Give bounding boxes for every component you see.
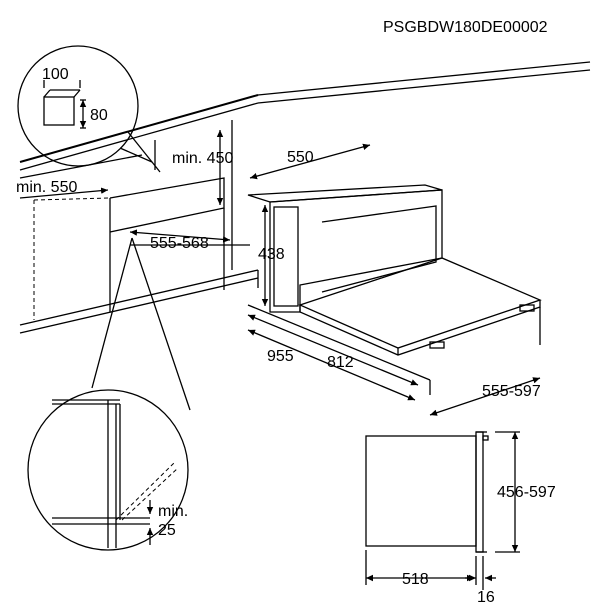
vent-callout	[17, 45, 161, 173]
drawer-extended-label: 955	[267, 348, 294, 365]
vent-width-label: 100	[42, 66, 69, 83]
kitchen-cabinet	[19, 61, 591, 334]
gap-min-value-label: 25	[158, 522, 176, 539]
niche-width-label: 555-597	[482, 383, 541, 400]
niche-depth-label: 555-568	[150, 235, 209, 252]
detail-callout	[27, 237, 191, 551]
appliance-depth-label: 550	[287, 149, 314, 166]
cabinet-dimension-lines	[19, 130, 250, 246]
document-code: PSGBDW180DE00002	[383, 19, 548, 36]
side-view	[365, 431, 520, 590]
appliance-height-label: 438	[258, 246, 285, 263]
appliance-dimension-lines	[247, 143, 541, 416]
gap-min-label: min.	[158, 503, 188, 520]
niche-height-label: 456-597	[497, 484, 556, 501]
cabinet-min-height-label: min. 450	[172, 150, 233, 167]
cabinet-min-depth-label: min. 550	[16, 179, 77, 196]
front-thickness-label: 16	[477, 589, 495, 606]
body-depth-label: 518	[402, 571, 429, 588]
drawer-travel-label: 812	[327, 354, 354, 371]
vent-height-label: 80	[90, 107, 108, 124]
